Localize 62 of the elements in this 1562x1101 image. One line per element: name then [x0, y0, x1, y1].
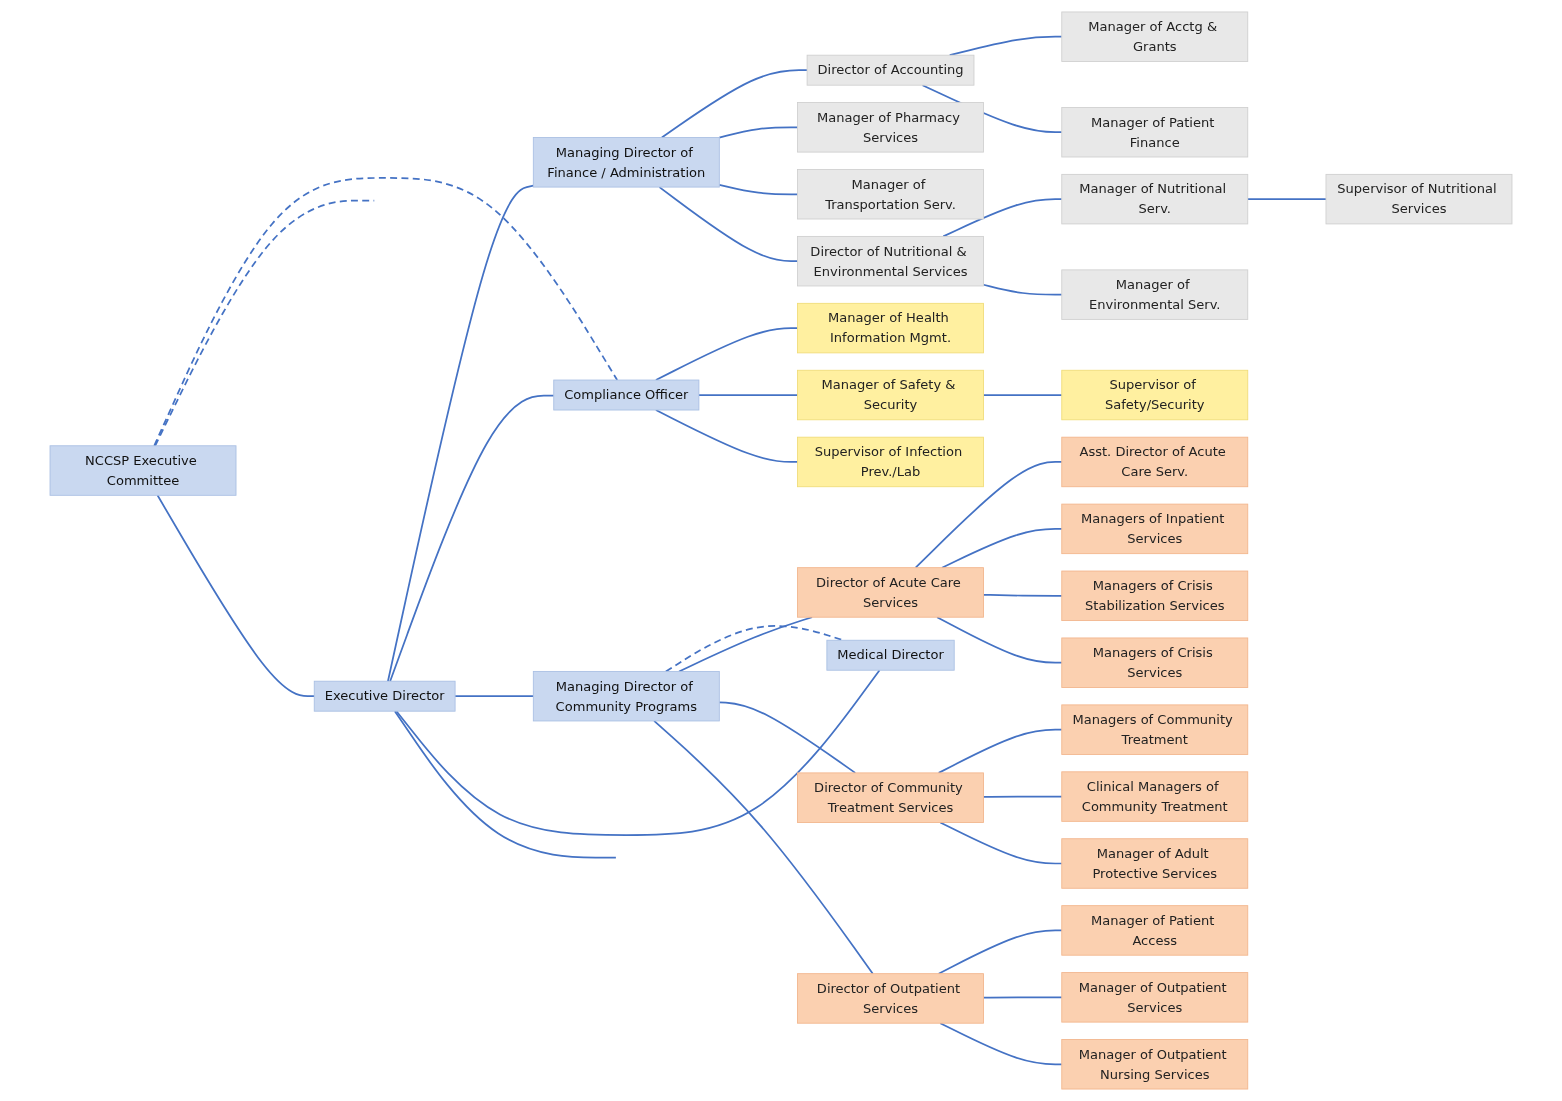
connector	[982, 283, 1063, 296]
connector	[1246, 198, 1327, 200]
node-box: Medical Director	[826, 639, 955, 671]
node-box: Executive Director	[313, 680, 456, 712]
node-box: Director of Community Treatment Services	[797, 772, 984, 823]
node-box: Manager of Transportation Serv.	[797, 169, 984, 220]
node-box: Manager of Outpatient Services	[1061, 972, 1249, 1023]
connector	[655, 327, 799, 381]
node-box: Manager of Acctg & Grants	[1061, 11, 1249, 62]
node-box: Manager of Pharmacy Services	[797, 102, 984, 153]
connector	[454, 695, 535, 698]
node-box: Managers of Crisis Services	[1061, 637, 1249, 688]
connector	[718, 183, 799, 196]
connector	[653, 720, 874, 975]
connector	[655, 409, 799, 463]
node-box: Managers of Inpatient Services	[1061, 503, 1249, 555]
node-box: Manager of Patient Finance	[1061, 107, 1249, 158]
node-box: Asst. Director of Acute Care Serv.	[1061, 436, 1249, 488]
node-box: Supervisor of Infection Prev./Lab	[797, 436, 984, 488]
connector	[982, 795, 1063, 798]
connector	[982, 394, 1063, 396]
node-box: Clinical Managers of Community Treatment	[1061, 771, 1249, 822]
connector	[393, 710, 617, 859]
connector	[942, 198, 1063, 238]
node-box: Manager of Safety & Security	[797, 369, 984, 421]
node-box: Manager of Nutritional Serv.	[1061, 173, 1249, 225]
node-box: Supervisor of Safety/Security	[1061, 369, 1249, 421]
connector	[660, 69, 808, 139]
connector	[718, 701, 857, 774]
connector	[939, 821, 1063, 865]
connector	[387, 184, 535, 683]
connector	[156, 494, 316, 698]
node-box: Manager of Outpatient Nursing Services	[1061, 1039, 1249, 1090]
connector	[982, 996, 1063, 999]
node-box: Managing Director of Community Programs	[532, 671, 720, 722]
connector	[937, 929, 1063, 975]
node-box: NCCSP Executive Committee	[49, 445, 237, 496]
node-box: Manager of Adult Protective Services	[1061, 838, 1249, 889]
node-box: Supervisor of Nutritional Services	[1325, 173, 1513, 225]
connector	[658, 186, 799, 263]
node-box: Manager of Environmental Serv.	[1061, 269, 1249, 320]
node-box: Managers of Crisis Stabilization Services	[1061, 570, 1249, 621]
node-box: Director of Accounting	[806, 54, 975, 86]
connector	[982, 593, 1063, 597]
connector	[937, 728, 1063, 774]
node-box: Director of Acute Care Services	[797, 567, 984, 618]
node-box: Director of Nutritional & Environmental Services	[797, 235, 984, 287]
connector	[698, 394, 799, 396]
connector	[939, 1022, 1063, 1066]
node-box: Manager of Patient Access	[1061, 905, 1249, 956]
connector	[936, 616, 1063, 664]
node-box: Managing Director of Finance / Administration	[532, 137, 720, 188]
node-box: Director of Outpatient Services	[797, 973, 984, 1024]
connector	[389, 394, 555, 683]
connector	[914, 461, 1063, 569]
connector	[941, 528, 1063, 569]
node-box: Managers of Community Treatment	[1061, 704, 1249, 755]
connector	[153, 177, 619, 447]
node-box: Compliance Officer	[553, 379, 700, 411]
connector	[948, 35, 1063, 57]
connector	[718, 126, 799, 139]
node-box: Manager of Health Information Mgmt.	[797, 302, 984, 354]
